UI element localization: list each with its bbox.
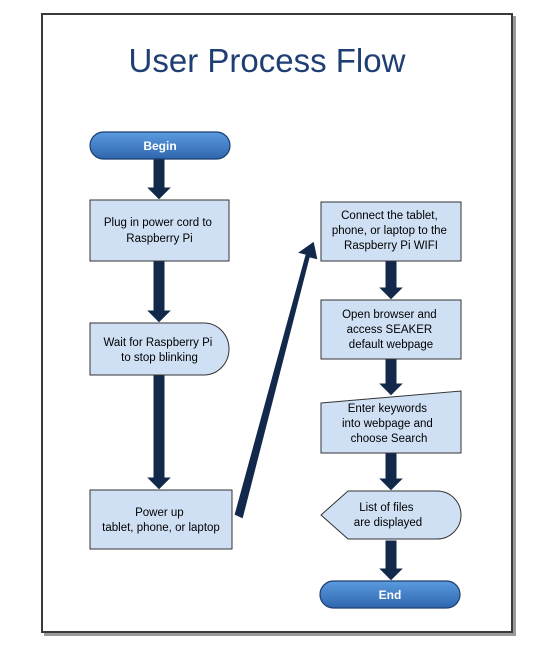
arrow-files-to-end: [376, 539, 406, 582]
wait-delay-label: Wait for Raspberry Pi to stop blinking: [103, 337, 215, 364]
keywords-input-box: Enter keywords into webpage and choose S…: [320, 390, 462, 454]
keywords-input-label: Enter keywords into webpage and choose S…: [342, 403, 436, 445]
arrow-connect-to-browser: [376, 260, 406, 301]
begin-terminator: Begin: [89, 131, 231, 160]
arrow-keywords-to-files: [376, 452, 406, 492]
browser-process-box: Open browser and access SEAKER default w…: [320, 299, 462, 360]
end-label: End: [379, 588, 402, 602]
arrow-wait-to-power: [144, 374, 174, 491]
diagram-title: User Process Flow: [128, 42, 406, 79]
plug-process-box: Plug in power cord to Raspberry Pi: [89, 199, 230, 262]
power-process-box: Power up tablet, phone, or laptop: [89, 489, 233, 550]
arrow-power-to-connect: [233, 240, 319, 520]
plug-process-label: Plug in power cord to Raspberry Pi: [104, 217, 215, 245]
arrow-begin-to-plug: [144, 158, 174, 201]
power-process-label: Power up tablet, phone, or laptop: [102, 507, 220, 534]
end-terminator: End: [319, 580, 461, 609]
wait-delay-box: Wait for Raspberry Pi to stop blinking: [89, 322, 230, 376]
connect-process-box: Connect the tablet, phone, or laptop to …: [320, 201, 462, 262]
arrow-browser-to-keywords: [376, 358, 406, 397]
browser-process-label: Open browser and access SEAKER default w…: [342, 309, 440, 351]
arrow-plug-to-wait: [144, 260, 174, 324]
files-display-box: List of files are displayed: [320, 490, 462, 540]
begin-label: Begin: [143, 139, 176, 153]
connect-process-label: Connect the tablet, phone, or laptop to …: [332, 210, 450, 252]
files-display-label: List of files are displayed: [354, 502, 422, 529]
